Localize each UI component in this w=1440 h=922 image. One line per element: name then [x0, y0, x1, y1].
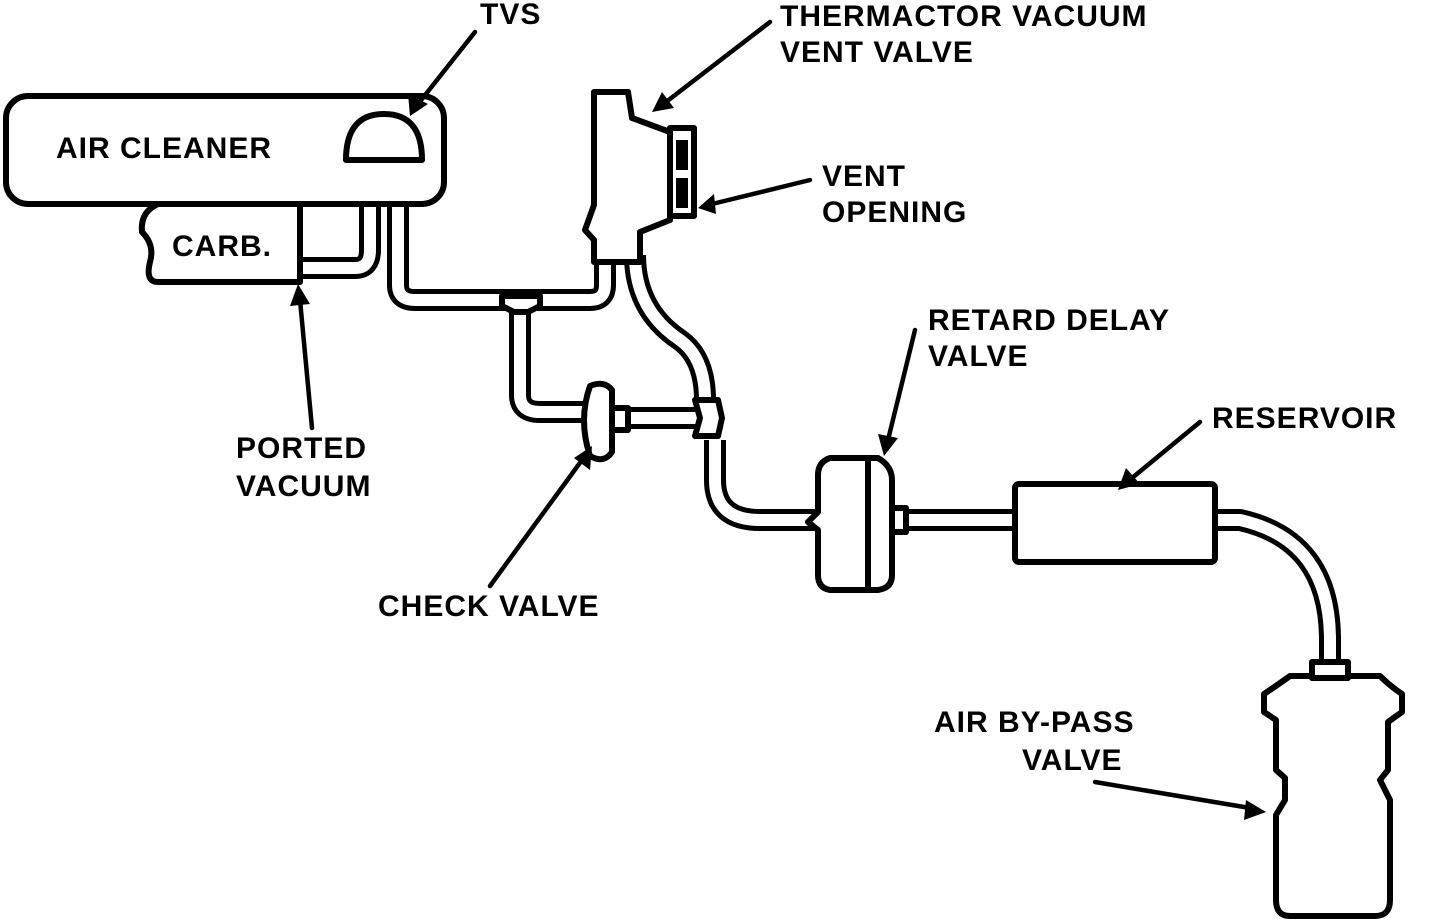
retard-delay-valve	[805, 455, 895, 593]
label-air-cleaner: AIR CLEANER	[56, 132, 272, 165]
label-retard-delay-valve: RETARD DELAY	[928, 304, 1170, 337]
label-thermactor-vacuum-vent-valve-line2: VENT VALVE	[780, 36, 974, 69]
label-check-valve: CHECK VALVE	[378, 590, 600, 623]
label-vent-opening: VENT	[822, 160, 906, 193]
check-valve	[581, 380, 615, 463]
label-tvs: TVS	[480, 0, 541, 31]
label-ported-vacuum: PORTED	[236, 432, 367, 465]
label-carb: CARB.	[172, 230, 272, 263]
vacuum-hoses	[300, 170, 1341, 680]
reservoir	[1012, 481, 1218, 565]
vent-opening-slot	[676, 140, 688, 170]
label-air-bypass-valve: AIR BY-PASS	[934, 706, 1134, 739]
junction-fitting	[692, 397, 725, 439]
label-retard-delay-valve-line2: VALVE	[928, 340, 1029, 373]
carburetor	[138, 201, 303, 285]
label-thermactor-vacuum-vent-valve: THERMACTOR VACUUM	[780, 0, 1148, 33]
tvs-dome	[343, 111, 425, 163]
leader-lines	[290, 19, 1266, 820]
label-ported-vacuum-line2: VACUUM	[236, 470, 371, 503]
label-reservoir: RESERVOIR	[1212, 402, 1397, 435]
label-vent-opening-line2: OPENING	[822, 196, 967, 229]
hose-reservoir-to-bypass	[1215, 509, 1341, 680]
label-air-bypass-valve-line2: VALVE	[1022, 744, 1123, 777]
air-bypass-valve	[1261, 673, 1405, 919]
tee-fitting	[499, 293, 543, 315]
hose-tee-to-check-valve	[509, 305, 590, 423]
thermactor-vacuum-vent-valve	[582, 89, 673, 265]
